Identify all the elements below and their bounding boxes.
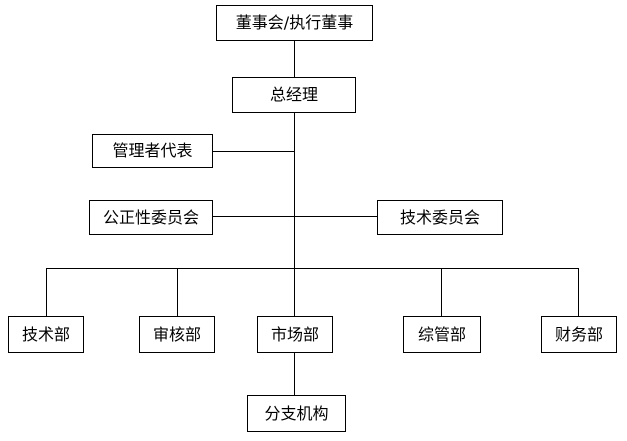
node-technical-committee: 技术委员会 bbox=[377, 200, 503, 235]
node-department-finance: 财务部 bbox=[541, 316, 617, 353]
node-department-marketing: 市场部 bbox=[257, 316, 333, 353]
node-impartiality-committee: 公正性委员会 bbox=[89, 200, 213, 235]
node-general-manager: 总经理 bbox=[232, 77, 356, 113]
node-board: 董事会/执行董事 bbox=[216, 5, 373, 41]
node-department-technical: 技术部 bbox=[8, 316, 84, 353]
node-management-representative: 管理者代表 bbox=[92, 134, 213, 168]
node-department-audit: 审核部 bbox=[139, 316, 215, 353]
node-department-general-management: 综管部 bbox=[403, 316, 481, 353]
node-branch: 分支机构 bbox=[247, 395, 346, 432]
